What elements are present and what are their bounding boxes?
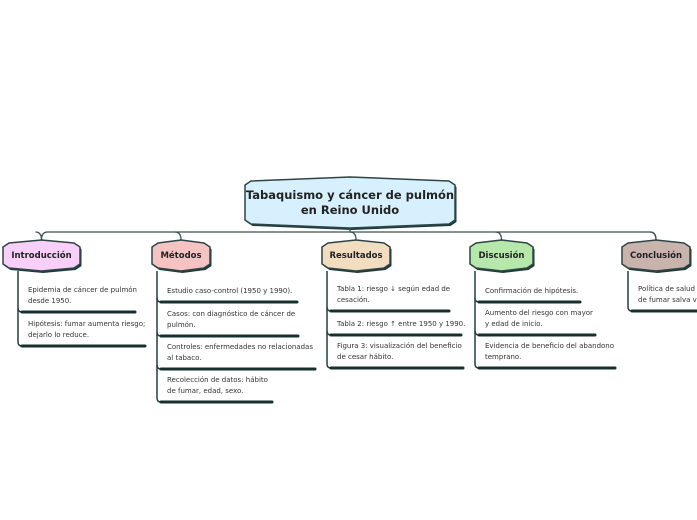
subtopic-item[interactable]: Política de salud pública: dejar de fuma… [638, 285, 697, 304]
branch-4-shape [621, 239, 691, 272]
branch-connector [649, 231, 657, 241]
branch-node-métodos[interactable]: Métodos [160, 250, 202, 261]
subtopic-item[interactable]: Tabla 2: riesgo ↑ entre 1950 y 1990. [337, 319, 466, 328]
branch-3-shape [469, 239, 534, 272]
branch-node-resultados[interactable]: Resultados [329, 250, 383, 261]
subtopic-item[interactable]: Confirmación de hipótesis. [485, 286, 579, 295]
branch-node-discusión[interactable]: Discusión [478, 250, 525, 261]
subtopic-trunk [627, 271, 633, 312]
subtopic-item[interactable]: Recolección de datos: hábito de fumar, e… [167, 376, 268, 395]
subtopic-item[interactable]: Figura 3: visualización del beneficio de… [337, 342, 462, 361]
branch-2-shape [321, 239, 391, 272]
subtopic-item[interactable]: Hipótesis: fumar aumenta riesgo; dejarlo… [28, 320, 146, 339]
branch-0-shape [2, 239, 81, 272]
main-connector [40, 231, 657, 241]
subtopic-item[interactable]: Aumento del riesgo con mayor y edad de i… [485, 309, 593, 328]
subtopic-trunk [326, 271, 332, 369]
subtopic-item[interactable]: Casos: con diagnóstico de cáncer de pulm… [167, 310, 296, 329]
branch-node-introducción[interactable]: Introducción [11, 250, 72, 261]
central-topic[interactable]: Tabaquismo y cáncer de pulmón en Reino U… [245, 187, 455, 217]
subtopic-item[interactable]: Epidemia de cáncer de pulmón desde 1950. [28, 286, 137, 305]
central-topic-shape [244, 176, 456, 229]
subtopic-item[interactable]: Evidencia de beneficio del abandono temp… [485, 342, 615, 361]
branch-1-shape [151, 239, 211, 272]
subtopic-item[interactable]: Estudio caso-control (1950 y 1990). [167, 286, 293, 295]
subtopic-item[interactable]: Tabla 1: riesgo ↓ según edad de cesación… [337, 285, 451, 304]
branch-connector [349, 231, 357, 241]
branch-connector [174, 231, 182, 241]
branch-connector [495, 231, 503, 241]
branch-connector [35, 231, 43, 241]
branch-node-conclusión[interactable]: Conclusión [630, 250, 682, 261]
subtopic-trunk [474, 271, 480, 369]
subtopic-item[interactable]: Controles: enfermedades no relacionadas … [167, 343, 313, 362]
